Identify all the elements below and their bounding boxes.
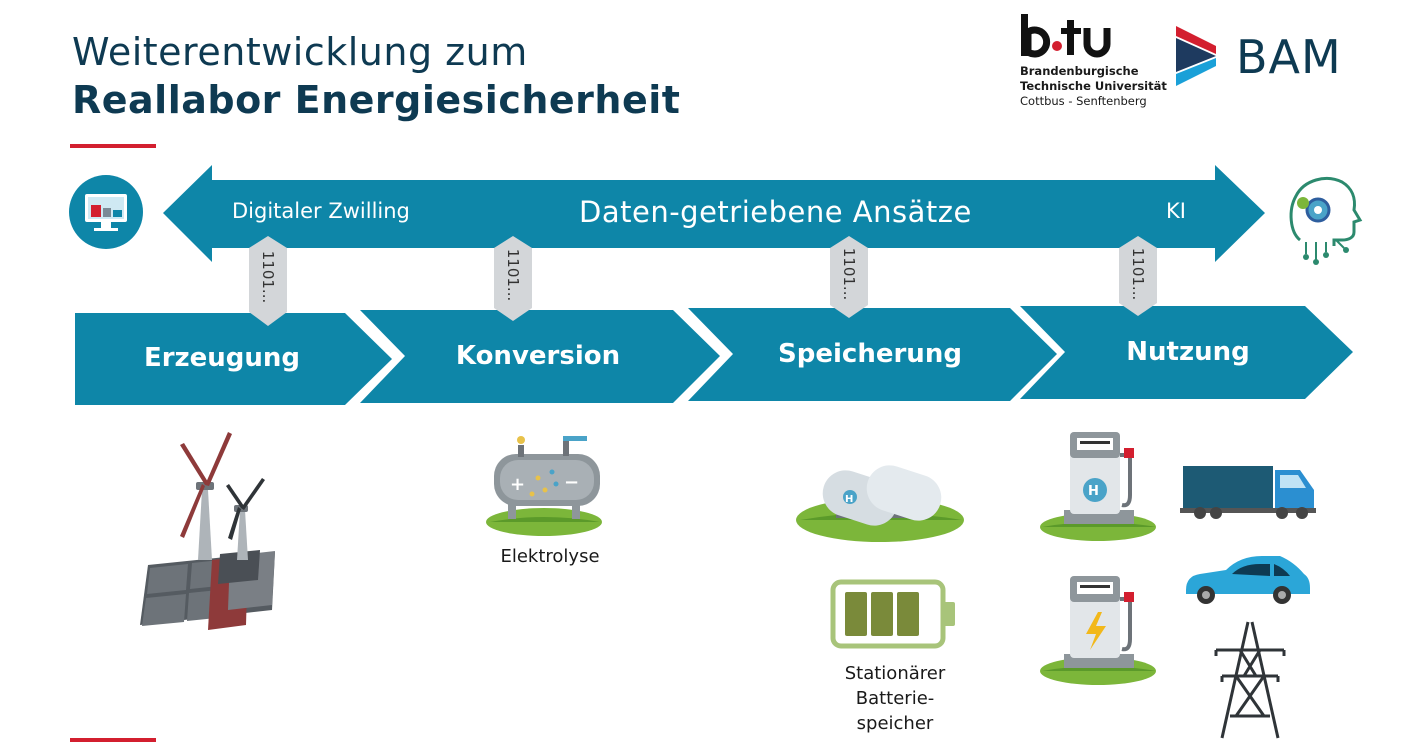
monitor-icon	[69, 175, 143, 249]
hydrogen-pump-icon: H	[1040, 432, 1156, 541]
title-line-2: Reallabor Energiesicherheit	[72, 78, 681, 122]
binary-tag-text-1: 1101...	[259, 250, 277, 304]
data-double-arrow	[163, 165, 1265, 262]
stage-erzeugung: Erzeugung	[143, 343, 301, 373]
svg-text:H: H	[1088, 484, 1099, 499]
bam-logo-text: BAM	[1236, 30, 1342, 84]
chevron-speicherung	[688, 308, 1057, 401]
power-pylon-icon	[1214, 621, 1286, 739]
caption-battery: Stationärer Batterie- speicher	[820, 661, 970, 736]
binary-tag-text-2: 1101...	[504, 248, 522, 302]
binary-tag-1	[249, 236, 287, 326]
binary-tag-text-3: 1101...	[840, 247, 858, 301]
ai-head-icon	[1289, 177, 1363, 265]
accent-line-bottom	[70, 738, 156, 742]
stage-nutzung: Nutzung	[1126, 337, 1250, 367]
title-line-1: Weiterentwicklung zum	[72, 30, 528, 74]
binary-tag-3	[830, 236, 868, 318]
btu-line-3: Cottbus - Senftenberg	[1020, 94, 1147, 108]
btu-logo	[1021, 14, 1111, 58]
label-ki: KI	[1166, 199, 1186, 223]
chevron-nutzung	[1020, 306, 1353, 399]
battery-icon	[830, 579, 955, 649]
svg-text:−: −	[564, 472, 579, 493]
svg-text:H: H	[845, 494, 853, 505]
chevron-konversion	[360, 310, 720, 403]
caption-battery-line-1: Stationärer	[844, 663, 946, 684]
label-digitaler-zwilling: Digitaler Zwilling	[232, 199, 410, 223]
electrolyzer-icon: + −	[486, 436, 602, 536]
solar-panel-icon	[140, 550, 275, 630]
bam-logo-mark	[1176, 26, 1216, 86]
car-icon	[1186, 556, 1310, 604]
stage-konversion: Konversion	[455, 341, 621, 371]
caption-elektrolyse: Elektrolyse	[500, 546, 600, 567]
btu-line-2: Technische Universität	[1020, 79, 1167, 93]
hydrogen-tank-icon: H	[796, 465, 964, 542]
binary-tag-2	[494, 236, 532, 321]
accent-line-top	[70, 144, 156, 148]
chevron-erzeugung	[75, 313, 392, 405]
wind-turbine-icon	[180, 432, 265, 560]
charging-station-icon	[1040, 576, 1156, 685]
label-daten-getriebene-ansaetze: Daten-getriebene Ansätze	[579, 195, 972, 229]
binary-tag-text-4: 1101...	[1129, 247, 1147, 301]
truck-icon	[1180, 466, 1316, 519]
stage-speicherung: Speicherung	[778, 339, 962, 369]
btu-subtitle: Brandenburgische Technische Universität …	[1020, 64, 1167, 109]
caption-battery-line-3: speicher	[856, 713, 934, 734]
binary-tag-4	[1119, 236, 1157, 316]
caption-battery-line-2: Batterie-	[855, 688, 935, 709]
svg-text:+: +	[510, 474, 525, 495]
btu-line-1: Brandenburgische	[1020, 64, 1139, 78]
